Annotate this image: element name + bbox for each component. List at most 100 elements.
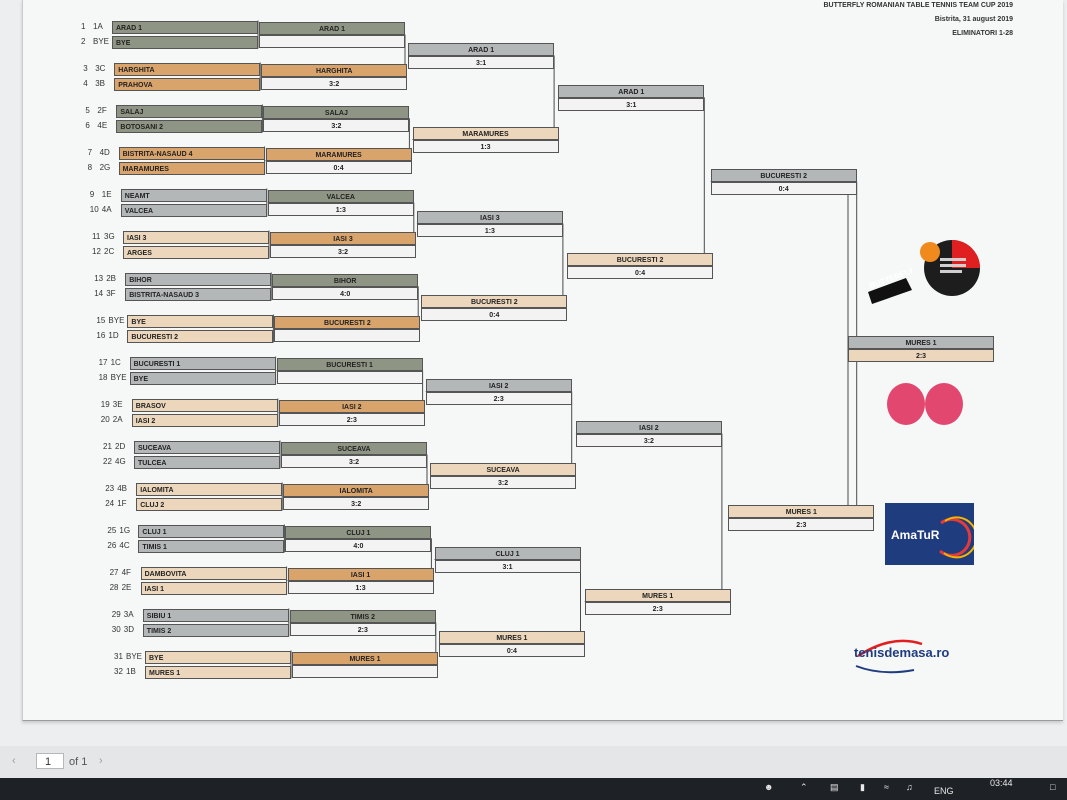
winner-cell: TIMIS 2 — [289, 609, 436, 623]
group-seed: 1E — [101, 190, 112, 199]
prev-page-icon[interactable]: ‹ — [12, 755, 16, 767]
team-cell: BYE — [127, 314, 274, 328]
row-number: 3 — [83, 64, 88, 73]
score-cell: 2:3 — [278, 412, 425, 426]
score-cell: 0:4 — [438, 643, 585, 657]
group-seed: 3D — [123, 625, 135, 634]
score-cell: 2:3 — [584, 601, 731, 615]
row-number: 23 — [105, 484, 115, 493]
row-number: 31 — [114, 652, 123, 661]
row-number: 32 — [114, 667, 123, 676]
winner-cell: IASI 2 — [278, 399, 425, 413]
score-cell: 1:3 — [416, 223, 563, 237]
row-number: 17 — [98, 358, 108, 367]
row-number: 26 — [107, 541, 117, 550]
team-cell: MARAMURES — [118, 161, 265, 175]
score-cell — [292, 664, 438, 678]
score-cell: 3:2 — [430, 475, 577, 489]
group-seed: BYE — [108, 316, 125, 325]
winner-cell: MURES 1 — [292, 651, 438, 665]
group-seed: 2B — [106, 274, 116, 283]
row-number: 28 — [109, 583, 119, 592]
score-cell — [274, 328, 421, 342]
group-seed: 2E — [121, 583, 132, 592]
people-icon[interactable]: ☻ — [764, 782, 774, 792]
team-cell: SUCEAVA — [134, 440, 280, 454]
team-cell: PRAHOVA — [114, 77, 261, 91]
team-cell: BYE — [145, 650, 291, 664]
group-seed: 1D — [108, 331, 119, 340]
team-cell: TULCEA — [134, 455, 280, 469]
team-cell: BUCURESTI 1 — [129, 356, 276, 370]
winner-cell: IASI 3 — [270, 231, 416, 245]
row-number: 9 — [89, 190, 95, 199]
group-seed: 4C — [119, 541, 130, 550]
row-number: 1 — [81, 22, 86, 31]
volume-icon[interactable]: ♫ — [906, 782, 913, 792]
team-cell: HARGHITA — [114, 62, 261, 76]
row-number: 18 — [98, 373, 108, 382]
amatur-swirl-icon — [939, 516, 974, 559]
chevron-up-icon[interactable]: ⌃ — [800, 782, 808, 792]
network-icon[interactable]: ▤ — [830, 782, 839, 792]
butterfly-racket-logo: BUTTERFLY — [866, 236, 982, 306]
winner-cell: MARAMURES — [265, 147, 412, 161]
score-cell: 2:3 — [425, 391, 572, 405]
score-cell: 1:3 — [287, 580, 434, 594]
team-cell: BRASOV — [131, 398, 278, 412]
row-number: 25 — [107, 526, 117, 535]
group-seed: 1C — [110, 358, 121, 367]
winner-cell: VALCEA — [267, 189, 414, 203]
battery-icon[interactable]: ▮ — [860, 782, 865, 792]
winner-cell: BUCURESTI 1 — [276, 357, 423, 371]
group-seed: 3B — [95, 79, 105, 88]
row-number: 4 — [83, 79, 88, 88]
score-cell: 1:3 — [267, 202, 414, 216]
team-cell: CLUJ 1 — [138, 524, 285, 538]
row-number: 16 — [96, 331, 106, 340]
team-cell: BYE — [129, 371, 276, 385]
group-seed: 2A — [112, 415, 123, 424]
group-seed: 1B — [126, 667, 136, 676]
winner-cell: SUCEAVA — [430, 462, 577, 476]
page-total: of 1 — [69, 756, 88, 768]
row-number: 13 — [94, 274, 104, 283]
winner-cell: BUCURESTI 2 — [567, 252, 714, 266]
score-cell: 3:2 — [270, 244, 416, 258]
winner-cell: ARAD 1 — [259, 21, 405, 35]
winner-cell: ARAD 1 — [558, 84, 705, 98]
tenisdemasa-logo-text: tenisdemasa.ro — [854, 645, 950, 660]
row-number: 2 — [81, 37, 86, 46]
row-number: 14 — [94, 289, 104, 298]
winner-cell: CLUJ 1 — [285, 525, 432, 539]
viewer-toolbar: ‹ 1 of 1 › — [0, 746, 1067, 778]
winner-cell: CLUJ 1 — [434, 546, 581, 560]
group-seed: 1G — [119, 526, 131, 535]
notifications-icon[interactable]: □ — [1050, 782, 1056, 792]
final-score-cell: 2:3 — [848, 349, 994, 362]
row-number: 27 — [109, 568, 119, 577]
team-cell: ARAD 1 — [112, 20, 258, 34]
score-cell: 2:3 — [289, 622, 436, 636]
group-seed: 4F — [121, 568, 131, 577]
group-seed: 3A — [123, 610, 134, 619]
row-number: 29 — [111, 610, 121, 619]
score-cell: 2:3 — [728, 517, 875, 531]
page-number-input[interactable]: 1 — [36, 753, 64, 769]
score-cell: 3:1 — [408, 55, 555, 69]
winner-cell: ARAD 1 — [408, 42, 555, 56]
group-seed: BYE — [93, 37, 110, 46]
row-number: 10 — [89, 205, 99, 214]
row-number: 21 — [103, 442, 112, 451]
clock[interactable]: 03:44 — [990, 778, 1013, 788]
champion-cell: MURES 1 — [848, 336, 994, 349]
next-page-icon[interactable]: › — [99, 755, 103, 767]
language-indicator[interactable]: ENG — [934, 786, 954, 796]
group-seed: 1A — [93, 22, 103, 31]
team-cell: NEAMT — [120, 188, 267, 202]
score-cell: 1:3 — [412, 139, 559, 153]
wifi-icon[interactable]: ≈ — [884, 782, 889, 792]
team-cell: BISTRITA-NASAUD 3 — [125, 287, 272, 301]
group-seed: 4E — [97, 121, 108, 130]
winner-cell: IASI 3 — [416, 210, 563, 224]
